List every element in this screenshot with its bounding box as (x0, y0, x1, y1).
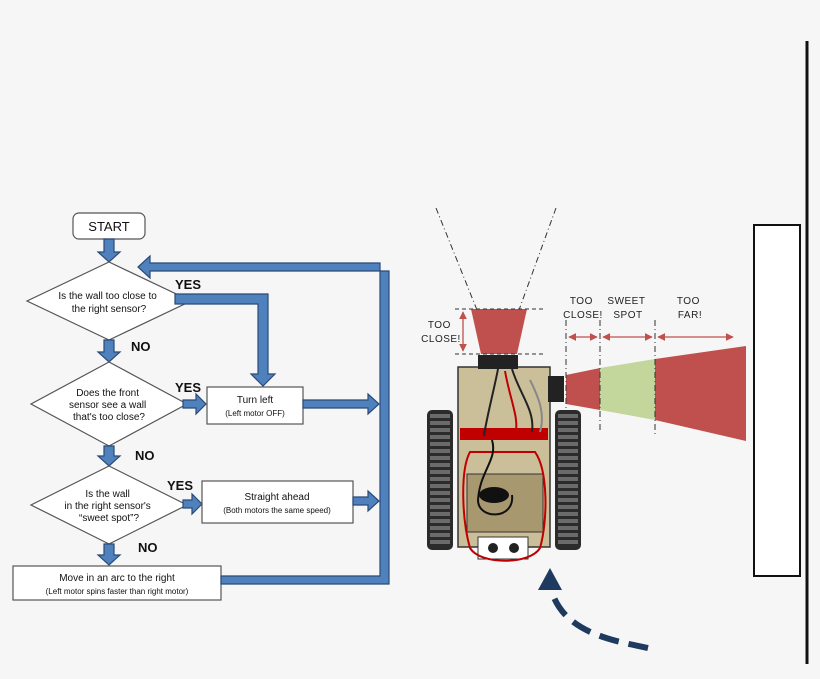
track-tread (430, 470, 450, 474)
action-turn-left-title: Turn left (237, 395, 274, 406)
side-too-far-label: TOO FAR! (677, 296, 703, 321)
track-tread (430, 512, 450, 516)
robot-switch (479, 487, 509, 503)
track-tread (558, 498, 578, 502)
robot-wire-black-2 (511, 368, 534, 433)
track-tread (558, 449, 578, 453)
track-tread (430, 498, 450, 502)
robot-wire-red (504, 370, 518, 435)
track-tread (558, 512, 578, 516)
decision-front-sensor-label: Does the front sensor see a wall that's … (69, 388, 149, 423)
decision1-no-arrow (96, 339, 122, 363)
action-straight-ahead-sub: (Both motors the same speed) (223, 506, 331, 515)
track-tread (430, 456, 450, 460)
track-tread (430, 421, 450, 425)
decision-wall-too-close-label: Is the wall too close to the right senso… (58, 291, 159, 315)
decision2-no-arrow (96, 445, 122, 467)
wall (753, 224, 801, 577)
track-tread (430, 533, 450, 537)
robot-travel-arrowhead (538, 568, 562, 590)
track-tread (430, 519, 450, 523)
start-down-arrow (96, 238, 122, 263)
track-tread (558, 540, 578, 544)
track-tread (558, 491, 578, 495)
track-tread (558, 519, 578, 523)
flowchart: START Is the wall too close to the right… (12, 212, 390, 601)
track-tread (430, 463, 450, 467)
track-tread (558, 470, 578, 474)
loop-back-arrow (137, 254, 390, 585)
front-too-close-zone (471, 309, 527, 354)
robot-wire-black-3 (476, 439, 514, 516)
robot-wire-grey (529, 379, 543, 433)
action-arc-right-title: Move in an arc to the right (59, 573, 175, 584)
rear-caster (477, 536, 529, 560)
start-label: START (88, 219, 129, 234)
action-turn-left-sub: (Left motor OFF) (225, 409, 285, 418)
side-too-close-label: TOO CLOSE! (563, 296, 603, 321)
front-sensor (478, 355, 518, 369)
side-sweet-spot-zone (600, 359, 655, 420)
track-tread (430, 435, 450, 439)
track-tread (430, 442, 450, 446)
track-tread (430, 505, 450, 509)
decision2-no-label: NO (135, 448, 155, 463)
track-tread (558, 414, 578, 418)
track-tread (430, 449, 450, 453)
track-tread (558, 435, 578, 439)
decision3-no-label: NO (138, 540, 158, 555)
action-straight-ahead (201, 480, 354, 524)
right-track (555, 410, 581, 550)
track-tread (430, 428, 450, 432)
decision1-no-label: NO (131, 339, 151, 354)
decision3-yes-label: YES (167, 478, 193, 493)
track-tread (558, 484, 578, 488)
robot-wire-black (483, 368, 499, 437)
decision2-yes-label: YES (175, 380, 201, 395)
decision3-yes-arrow (182, 492, 203, 516)
decision3-no-arrow (96, 543, 122, 566)
track-tread (558, 533, 578, 537)
track-tread (430, 526, 450, 530)
track-tread (558, 505, 578, 509)
action-straight-ahead-title: Straight ahead (244, 492, 309, 503)
action-arc-right-sub: (Left motor spins faster than right moto… (46, 587, 189, 596)
track-tread (430, 477, 450, 481)
robot-wire-loop (462, 451, 547, 562)
robot-diagram: TOO CLOSE! TOO CLOSE! SWEET SPOT TOO FAR… (421, 41, 809, 664)
left-track (427, 410, 453, 550)
rear-caster-right-wheel (509, 543, 519, 553)
side-too-close-zone (566, 368, 600, 410)
front-too-close-label: TOO CLOSE! (421, 320, 461, 345)
decision-sweet-spot-label: Is the wall in the right sensor's “sweet… (64, 489, 153, 524)
track-tread (430, 491, 450, 495)
rear-caster-left-wheel (488, 543, 498, 553)
turn-left-return-arrow (302, 392, 380, 416)
front-fov-left-line (435, 207, 478, 311)
robot-travel-path (547, 584, 649, 651)
decision1-yes-arrow (174, 293, 277, 387)
track-tread (558, 428, 578, 432)
track-tread (558, 477, 578, 481)
side-sweet-spot-label: SWEET SPOT (607, 296, 648, 321)
track-tread (558, 526, 578, 530)
front-fov-right-line (518, 207, 557, 311)
side-too-far-zone (655, 346, 746, 441)
decision2-yes-arrow (182, 392, 207, 416)
track-tread (558, 442, 578, 446)
track-tread (558, 456, 578, 460)
track-tread (430, 414, 450, 418)
battery-pack (466, 473, 544, 533)
track-tread (430, 484, 450, 488)
track-tread (430, 540, 450, 544)
robot-circuit-board (460, 428, 548, 440)
track-tread (558, 421, 578, 425)
decision1-yes-label: YES (175, 277, 201, 292)
track-tread (558, 463, 578, 467)
side-sensor (548, 376, 564, 402)
straight-return-arrow (352, 489, 380, 513)
